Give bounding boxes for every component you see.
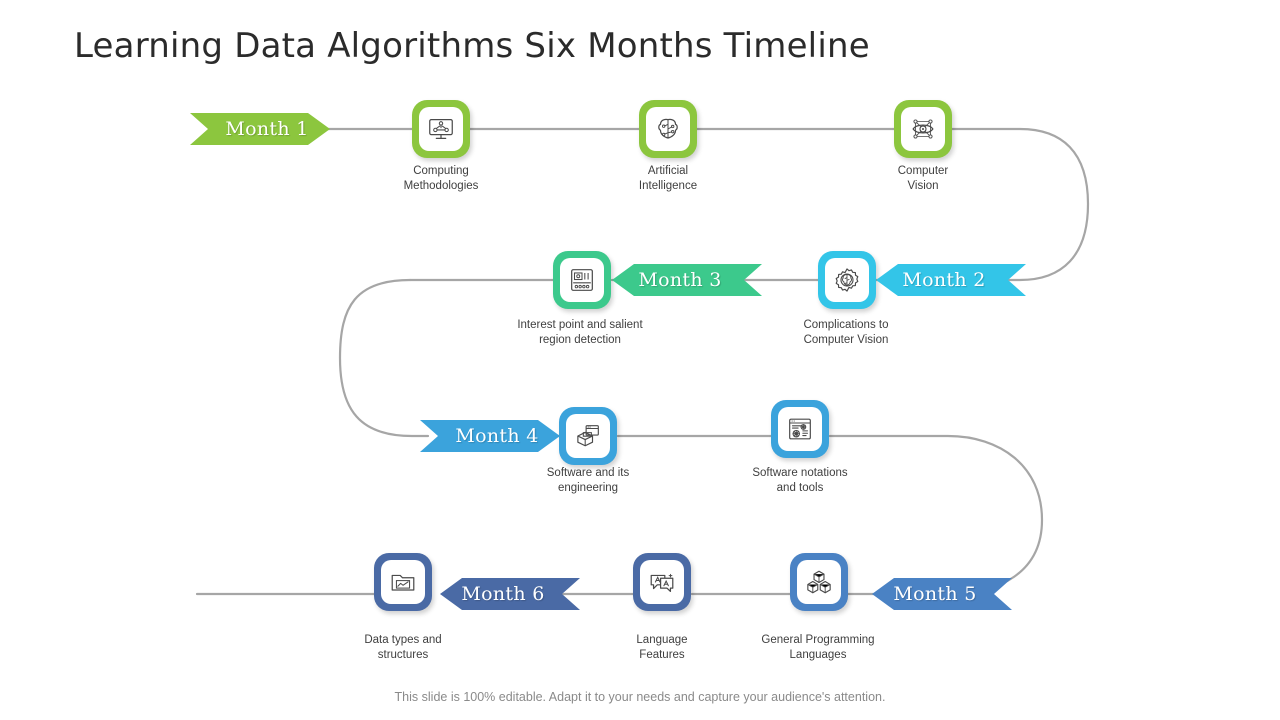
- tile-inner: [797, 560, 841, 604]
- node-tile-complications-computer-vision[interactable]: [818, 251, 876, 309]
- node-tile-interest-point-salient-region[interactable]: [553, 251, 611, 309]
- month-banner-month-5[interactable]: Month 5: [872, 578, 1012, 610]
- brain-circuit-icon: [658, 118, 678, 139]
- tile-inner: [646, 107, 690, 151]
- speech-translate-icon: [650, 573, 674, 592]
- month-banner-label: Month 6: [461, 583, 545, 605]
- month-banner-label: Month 2: [902, 269, 986, 291]
- tile-inner: [901, 107, 945, 151]
- tile-inner: [419, 107, 463, 151]
- node-caption-interest-point-salient-region: Interest point and salient region detect…: [517, 319, 643, 346]
- tile-inner: [381, 560, 425, 604]
- month-banner-label: Month 5: [893, 583, 977, 605]
- folder-chart-icon: [391, 574, 415, 591]
- month-banner-month-4[interactable]: Month 4: [420, 420, 560, 452]
- node-tile-software-and-engineering[interactable]: [559, 407, 617, 465]
- eye-network-icon: [912, 119, 934, 139]
- node-caption-software-notations-tools: Software notations and tools: [752, 467, 848, 494]
- node-tile-artificial-intelligence[interactable]: [639, 100, 697, 158]
- node-caption-data-types-structures: Data types and structures: [364, 634, 442, 661]
- wire-uturn-right-top: [950, 127, 1090, 282]
- month-banner-month-3[interactable]: Month 3: [612, 264, 762, 296]
- node-caption-computing-methodologies: Computing Methodologies: [403, 165, 479, 192]
- month-banner-label: Month 3: [638, 269, 722, 291]
- gear-brain-icon: [835, 268, 859, 292]
- wire-uturn-left-mid: [338, 278, 430, 438]
- node-caption-complications-computer-vision: Complications to Computer Vision: [803, 319, 889, 346]
- node-tile-language-features[interactable]: [633, 553, 691, 611]
- month-banner-label: Month 1: [225, 118, 309, 140]
- node-caption-software-and-engineering: Software and its engineering: [546, 467, 630, 494]
- node-tile-software-notations-tools[interactable]: [771, 400, 829, 458]
- package-window-icon: [577, 425, 599, 447]
- monitor-network-icon: [429, 119, 453, 139]
- tile-inner: [566, 414, 610, 458]
- tile-inner: [560, 258, 604, 302]
- node-tile-data-types-structures[interactable]: [374, 553, 432, 611]
- document-gears-icon: [789, 418, 811, 440]
- month-banner-month-2[interactable]: Month 2: [876, 264, 1026, 296]
- node-caption-artificial-intelligence: Artificial Intelligence: [638, 165, 698, 192]
- wire-uturn-right-bot: [828, 434, 1044, 596]
- node-caption-language-features: Language Features: [636, 634, 688, 661]
- month-banner-label: Month 4: [455, 425, 539, 447]
- month-banner-month-1[interactable]: Month 1: [190, 113, 330, 145]
- detection-screen-icon: [571, 269, 593, 291]
- node-tile-computer-vision[interactable]: [894, 100, 952, 158]
- node-tile-computing-methodologies[interactable]: [412, 100, 470, 158]
- month-banner-month-6[interactable]: Month 6: [440, 578, 580, 610]
- tile-inner: [778, 407, 822, 451]
- tile-inner: [825, 258, 869, 302]
- page-title: Learning Data Algorithms Six Months Time…: [74, 26, 870, 66]
- node-tile-general-programming-languages[interactable]: [790, 553, 848, 611]
- tile-inner: [640, 560, 684, 604]
- footer-note: This slide is 100% editable. Adapt it to…: [394, 690, 886, 704]
- node-caption-general-programming-languages: General Programming Languages: [761, 634, 875, 661]
- node-caption-computer-vision: Computer Vision: [897, 165, 949, 192]
- cubes-stack-icon: [807, 570, 831, 594]
